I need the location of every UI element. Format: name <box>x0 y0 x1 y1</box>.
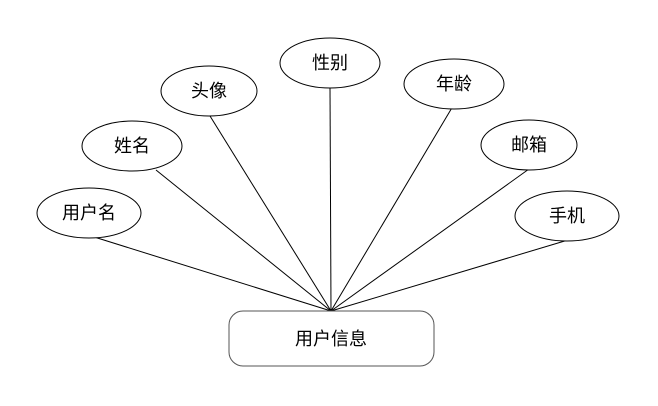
attribute-email: 邮箱 <box>480 119 578 171</box>
entity-user-info: 用户信息 <box>228 310 435 367</box>
attribute-label: 手机 <box>549 206 585 227</box>
attribute-label: 用户名 <box>62 203 116 224</box>
attribute-label: 性别 <box>312 53 348 74</box>
connector-email <box>330 168 530 312</box>
connector-phone <box>330 239 569 312</box>
connector-gender <box>329 86 332 312</box>
attribute-avatar: 头像 <box>160 65 258 117</box>
attribute-age: 年龄 <box>403 58 505 110</box>
connector-name <box>155 169 332 312</box>
attribute-ellipse <box>36 187 142 239</box>
attribute-ellipse <box>279 37 381 89</box>
entity-label: 用户信息 <box>295 329 367 350</box>
entity-box <box>228 310 435 367</box>
attribute-label: 头像 <box>191 81 227 102</box>
attribute-name: 姓名 <box>81 120 183 172</box>
attribute-ellipse <box>480 119 578 171</box>
attribute-label: 年龄 <box>436 74 472 95</box>
attribute-ellipse <box>81 120 183 172</box>
attribute-username: 用户名 <box>36 187 142 239</box>
connector-username <box>90 235 332 312</box>
attribute-ellipse <box>403 58 505 110</box>
attribute-label: 邮箱 <box>511 135 547 156</box>
attribute-ellipse <box>514 190 620 242</box>
attribute-gender: 性别 <box>279 37 381 89</box>
attribute-phone: 手机 <box>514 190 620 242</box>
attribute-label: 姓名 <box>114 136 150 157</box>
attribute-ellipse <box>160 65 258 117</box>
connector-lines <box>90 86 569 312</box>
connector-age <box>330 105 454 312</box>
connector-avatar <box>209 115 332 312</box>
